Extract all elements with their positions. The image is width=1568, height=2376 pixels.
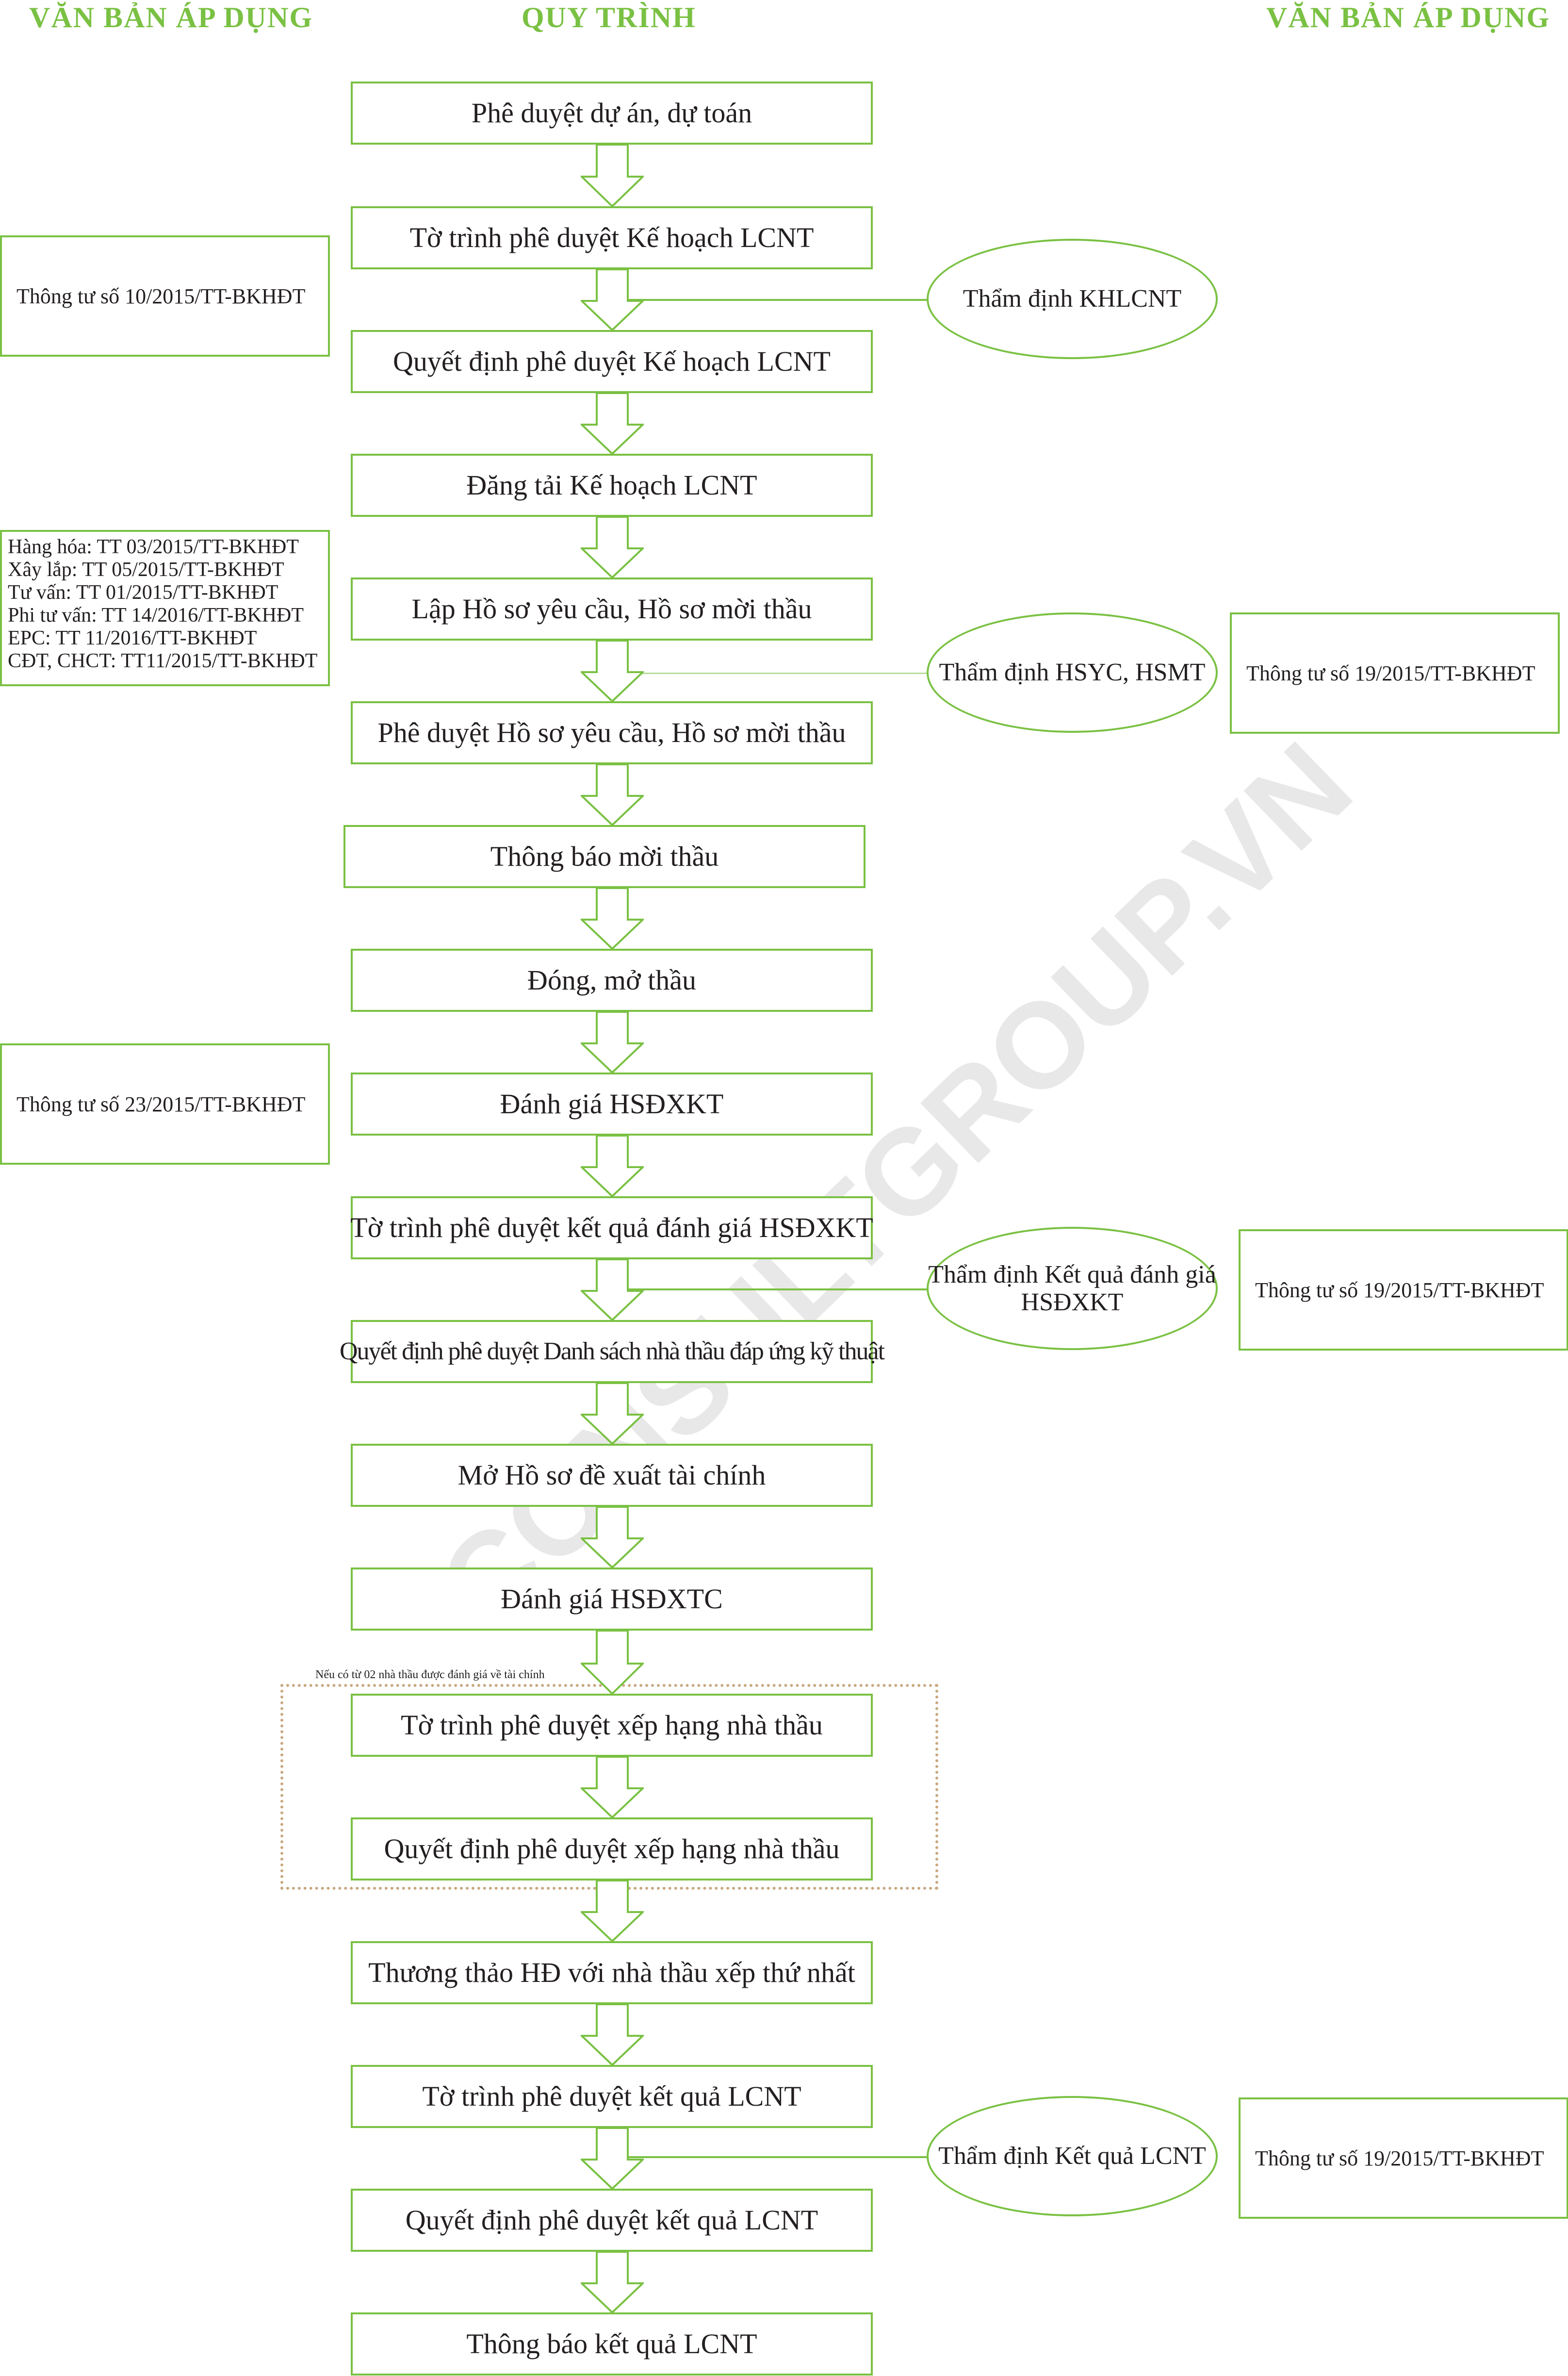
step-lcnt-result-submission: Tờ trình phê duyệt kết quả LCNT	[351, 2065, 873, 2128]
standard-doc-construction: Xây lắp: TT 05/2015/TT-BKHĐT	[8, 559, 284, 581]
flow-arrow	[581, 268, 644, 331]
flow-arrow	[581, 1382, 644, 1445]
standard-doc-goods: Hàng hóa: TT 03/2015/TT-BKHĐT	[8, 536, 299, 558]
process-column-header: QUY TRÌNH	[522, 1, 696, 33]
step-technical-evaluation: Đánh giá HSĐXKT	[351, 1072, 873, 1136]
flow-arrow	[581, 144, 644, 207]
right-column-header: VĂN BẢN ÁP DỤNG	[1266, 1, 1550, 33]
step-project-approval: Phê duyệt dự án, dự toán	[351, 82, 873, 145]
step-khlcnt-decision: Quyết định phê duyệt Kế hoạch LCNT	[351, 330, 873, 393]
right-doc-tt19-lcnt: Thông tư số 19/2015/TT-BKHĐT	[1239, 2097, 1568, 2219]
left-doc-standard-bidding-docs: Hàng hóa: TT 03/2015/TT-BKHĐT Xây lắp: T…	[0, 530, 330, 686]
flow-arrow	[581, 1630, 644, 1695]
step-ranking-submission: Tờ trình phê duyệt xếp hạng nhà thầu	[351, 1694, 873, 1757]
standard-doc-cdt-chct: CĐT, CHCT: TT11/2015/TT-BKHĐT	[8, 650, 318, 672]
left-doc-tt10: Thông tư số 10/2015/TT-BKHĐT	[0, 235, 330, 357]
flow-arrow	[581, 1506, 644, 1568]
flow-arrow	[581, 1135, 644, 1197]
step-invitation-notice: Thông báo mời thầu	[343, 825, 866, 888]
appraisal-khlcnt-oval: Thẩm định KHLCNT	[927, 239, 1218, 359]
standard-doc-consulting: Tư vấn: TT 01/2015/TT-BKHĐT	[8, 581, 278, 604]
step-ranking-decision: Quyết định phê duyệt xếp hạng nhà thầu	[351, 1817, 873, 1881]
connector-kqdg	[612, 1288, 932, 1290]
flow-arrow	[581, 516, 644, 578]
flow-arrow	[581, 1258, 644, 1321]
step-lcnt-result-notice: Thông báo kết quả LCNT	[351, 2312, 873, 2376]
standard-doc-epc: EPC: TT 11/2016/TT-BKHĐT	[8, 627, 257, 649]
right-doc-tt19-technical: Thông tư số 19/2015/TT-BKHĐT	[1239, 1229, 1568, 1351]
step-khlcnt-publish: Đăng tải Kế hoạch LCNT	[351, 454, 873, 517]
connector-hsyc	[612, 673, 932, 674]
step-bid-closing-opening: Đóng, mở thầu	[351, 949, 873, 1012]
step-open-financial-proposal: Mở Hồ sơ đề xuất tài chính	[351, 1444, 873, 1507]
appraisal-technical-result-line2: HSĐXKT	[1021, 1288, 1124, 1316]
step-financial-evaluation: Đánh giá HSĐXTC	[351, 1568, 873, 1631]
flow-arrow	[581, 640, 644, 702]
flow-arrow	[581, 2251, 644, 2313]
flow-arrow	[581, 887, 644, 950]
connector-khlcnt	[612, 299, 927, 301]
flow-arrow	[581, 1880, 644, 1942]
appraisal-technical-result-line1: Thẩm định Kết quả đánh giá	[928, 1260, 1216, 1288]
step-khlcnt-submission: Tờ trình phê duyệt Kế hoạch LCNT	[351, 206, 873, 269]
flow-arrow	[581, 2003, 644, 2066]
connector-kqlcnt	[612, 2156, 932, 2158]
step-contract-negotiation: Thương thảo HĐ với nhà thầu xếp thứ nhất	[351, 1941, 873, 2004]
left-column-header: VĂN BẢN ÁP DỤNG	[29, 1, 313, 33]
flow-arrow	[581, 1011, 644, 1073]
appraisal-hsyc-oval: Thẩm định HSYC, HSMT	[927, 612, 1218, 733]
flow-arrow	[581, 2127, 644, 2190]
step-technical-list-decision: Quyết định phê duyệt Danh sách nhà thầu …	[340, 1320, 885, 1383]
step-prepare-bidding-docs: Lập Hồ sơ yêu cầu, Hồ sơ mời thầu	[351, 578, 873, 641]
flow-arrow	[581, 763, 644, 826]
conditional-note: Nếu có từ 02 nhà thầu được đánh giá về t…	[315, 1668, 545, 1681]
step-lcnt-result-decision: Quyết định phê duyệt kết quả LCNT	[351, 2189, 873, 2252]
step-technical-result-submission: Tờ trình phê duyệt kết quả đánh giá HSĐX…	[350, 1196, 873, 1259]
right-doc-tt19-hsyc: Thông tư số 19/2015/TT-BKHĐT	[1230, 612, 1560, 734]
appraisal-technical-result-oval: Thẩm định Kết quả đánh giá HSĐXKT	[927, 1227, 1218, 1350]
left-doc-tt23: Thông tư số 23/2015/TT-BKHĐT	[0, 1043, 330, 1165]
step-approve-bidding-docs: Phê duyệt Hồ sơ yêu cầu, Hồ sơ mời thầu	[351, 701, 873, 764]
appraisal-lcnt-result-oval: Thẩm định Kết quả LCNT	[927, 2096, 1218, 2216]
flow-arrow	[581, 1756, 644, 1818]
standard-doc-non-consulting: Phi tư vấn: TT 14/2016/TT-BKHĐT	[8, 604, 304, 627]
flow-arrow	[581, 392, 644, 455]
